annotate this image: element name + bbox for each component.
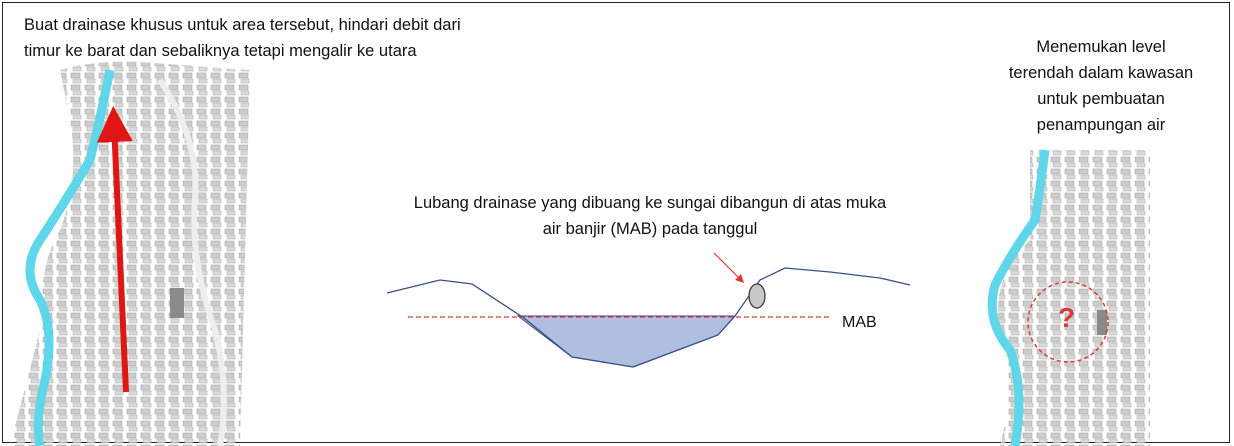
center-annotation: Lubang drainase yang dibuang ke sungai d…	[330, 190, 970, 242]
left-map	[10, 61, 250, 446]
right-river	[987, 149, 1050, 446]
right-annotation-line4: penampungan air	[1036, 116, 1166, 134]
right-annotation-line1: Menemukan level	[1036, 38, 1166, 56]
right-annotation-line2: terendah dalam kawasan	[1008, 64, 1194, 82]
left-building	[170, 288, 184, 318]
center-annotation-line2: air banjir (MAB) pada tanggul	[542, 220, 758, 238]
pointer-arrow-head	[735, 274, 744, 283]
left-annotation-line2: timur ke barat dan sebaliknya tetapi men…	[24, 42, 417, 60]
left-annotation: Buat drainase khusus untuk area tersebut…	[24, 12, 644, 64]
cross-section	[386, 252, 911, 368]
mab-label: MAB	[842, 314, 877, 331]
right-annotation-line3: untuk pembuatan	[1037, 90, 1165, 108]
question-mark: ?	[1058, 302, 1076, 333]
low-point-circle	[1027, 281, 1109, 363]
right-annotation: Menemukan level terendah dalam kawasan u…	[968, 34, 1234, 138]
left-annotation-line1: Buat drainase khusus untuk area tersebut…	[24, 16, 461, 34]
pointer-arrow-line	[713, 252, 741, 280]
embankment-profile	[386, 267, 911, 368]
flow-arrow	[96, 106, 133, 393]
center-annotation-line1: Lubang drainase yang dibuang ke sungai d…	[413, 194, 887, 212]
right-map	[987, 149, 1150, 446]
left-river	[25, 69, 115, 446]
right-building	[1097, 310, 1107, 335]
left-road	[157, 78, 227, 446]
drainage-hole	[748, 283, 766, 309]
